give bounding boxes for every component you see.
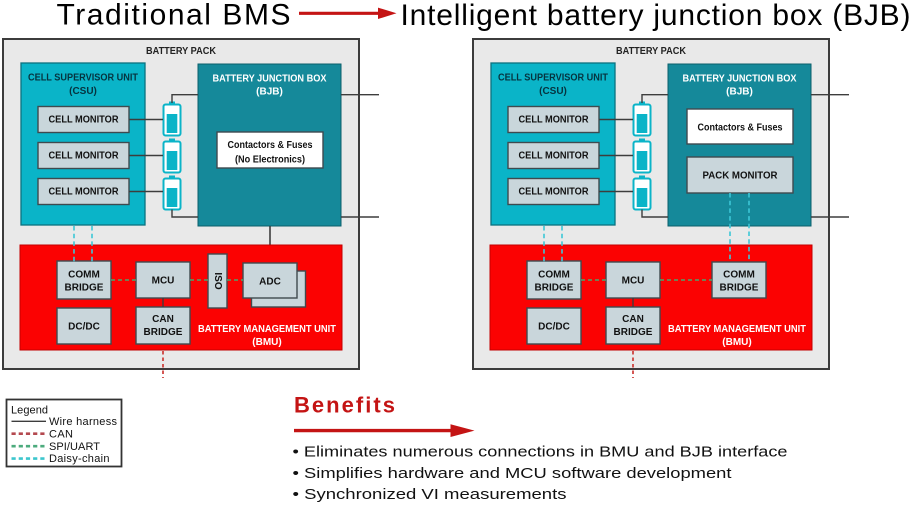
svg-text:DC/DC: DC/DC: [68, 322, 100, 333]
svg-text:MCU: MCU: [152, 276, 175, 287]
svg-text:• Eliminates numerous connecti: • Eliminates numerous connections in BMU…: [293, 445, 788, 461]
svg-text:Traditional BMS: Traditional BMS: [57, 0, 291, 32]
svg-text:CELL SUPERVISOR UNIT: CELL SUPERVISOR UNIT: [28, 73, 138, 84]
svg-text:Daisy-chain: Daisy-chain: [49, 453, 110, 465]
svg-text:COMM: COMM: [723, 270, 755, 281]
svg-text:COMM: COMM: [68, 270, 100, 281]
svg-text:Wire harness: Wire harness: [49, 416, 118, 428]
svg-text:(BJB): (BJB): [726, 87, 753, 98]
svg-text:CELL SUPERVISOR UNIT: CELL SUPERVISOR UNIT: [498, 73, 608, 84]
svg-text:CELL MONITOR: CELL MONITOR: [49, 187, 120, 198]
svg-text:BATTERY JUNCTION BOX: BATTERY JUNCTION BOX: [213, 74, 327, 85]
svg-text:SPI/UART: SPI/UART: [49, 441, 100, 453]
svg-text:MCU: MCU: [622, 276, 645, 287]
svg-text:(No Electronics): (No Electronics): [235, 155, 305, 166]
svg-text:CAN: CAN: [152, 314, 174, 325]
svg-text:BRIDGE: BRIDGE: [614, 327, 653, 338]
svg-text:• Simplifies hardware and MCU: • Simplifies hardware and MCU software d…: [293, 466, 732, 482]
svg-text:(BJB): (BJB): [256, 87, 283, 98]
svg-text:PACK MONITOR: PACK MONITOR: [703, 171, 779, 182]
svg-text:BATTERY MANAGEMENT UNIT: BATTERY MANAGEMENT UNIT: [198, 324, 336, 335]
svg-text:BATTERY PACK: BATTERY PACK: [146, 46, 217, 57]
svg-text:BRIDGE: BRIDGE: [535, 283, 574, 294]
svg-text:BATTERY JUNCTION BOX: BATTERY JUNCTION BOX: [683, 74, 797, 85]
svg-text:CELL MONITOR: CELL MONITOR: [519, 187, 590, 198]
svg-text:COMM: COMM: [538, 270, 570, 281]
svg-text:(CSU): (CSU): [539, 86, 567, 97]
svg-text:(BMU): (BMU): [722, 337, 751, 348]
svg-text:CELL MONITOR: CELL MONITOR: [519, 115, 590, 126]
svg-text:DC/DC: DC/DC: [538, 322, 570, 333]
svg-text:(CSU): (CSU): [69, 86, 97, 97]
svg-text:• Synchronized VI measurements: • Synchronized VI measurements: [293, 487, 567, 503]
svg-text:BATTERY PACK: BATTERY PACK: [616, 46, 687, 57]
svg-text:CELL MONITOR: CELL MONITOR: [49, 115, 120, 126]
svg-text:Legend: Legend: [11, 404, 48, 416]
svg-text:Contactors & Fuses: Contactors & Fuses: [228, 140, 313, 151]
svg-text:ISO: ISO: [212, 272, 223, 289]
svg-text:CAN: CAN: [49, 428, 73, 440]
svg-text:Benefits: Benefits: [294, 393, 395, 418]
svg-text:Contactors & Fuses: Contactors & Fuses: [698, 123, 783, 134]
svg-text:BRIDGE: BRIDGE: [144, 327, 183, 338]
svg-text:BRIDGE: BRIDGE: [720, 283, 759, 294]
svg-text:BRIDGE: BRIDGE: [65, 283, 104, 294]
svg-text:Intelligent battery junction b: Intelligent battery junction box (BJB): [401, 0, 911, 32]
svg-text:CELL MONITOR: CELL MONITOR: [49, 151, 120, 162]
svg-text:BATTERY MANAGEMENT UNIT: BATTERY MANAGEMENT UNIT: [668, 324, 806, 335]
svg-text:(BMU): (BMU): [252, 337, 281, 348]
svg-text:CELL MONITOR: CELL MONITOR: [519, 151, 590, 162]
svg-text:ADC: ADC: [259, 277, 281, 288]
svg-text:CAN: CAN: [622, 314, 644, 325]
